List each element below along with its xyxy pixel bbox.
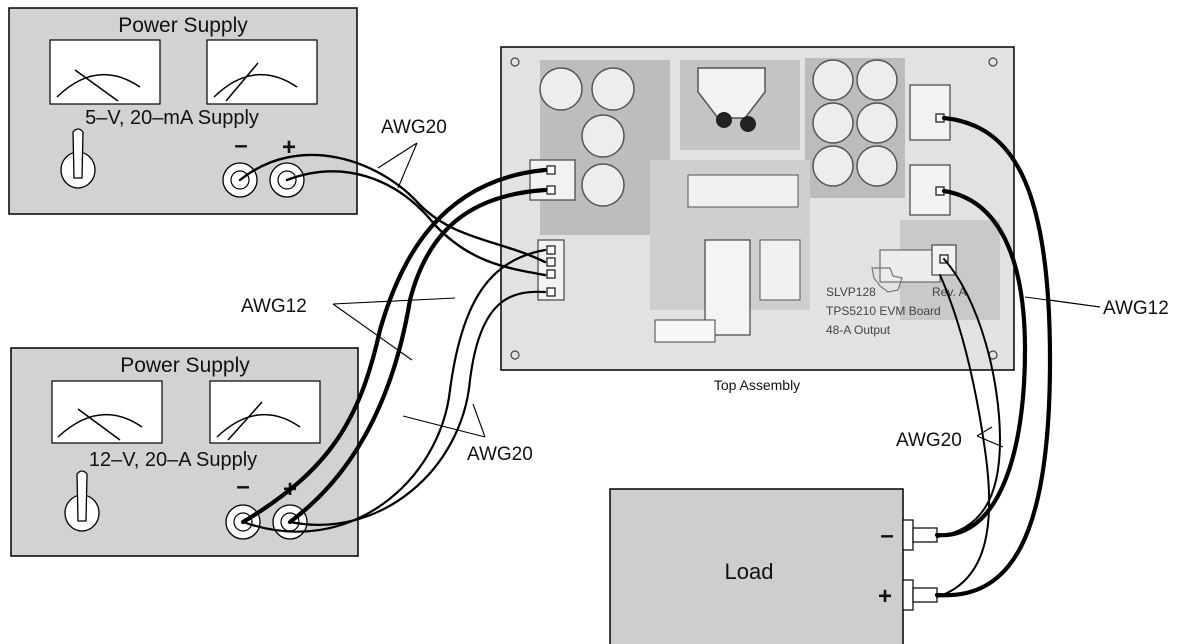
label-awg12-right: AWG12: [1103, 298, 1169, 319]
mounting-hole: [510, 57, 520, 67]
meter-icon: [51, 380, 163, 444]
board-silk-output: 48-A Output: [826, 323, 891, 337]
ti-logo-icon: [871, 267, 903, 293]
board-silk-rev: Rev. A: [932, 285, 966, 299]
output-connector-top: [909, 84, 951, 141]
load: Load – +: [609, 488, 938, 644]
positive-terminal-label: +: [282, 134, 296, 161]
controller-ic: [704, 239, 751, 336]
load-body: [609, 488, 904, 644]
wire-awg12-12v-neg: [240, 167, 548, 525]
board-silk-name: TPS5210 EVM Board: [826, 304, 941, 318]
power-supply-12v-caption: 12–V, 20–A Supply: [89, 449, 257, 471]
wire-awg20-sense-b: [936, 274, 991, 598]
mounting-hole: [988, 57, 998, 67]
board-silk-model: SLVP128: [826, 285, 876, 299]
meter-icon: [206, 39, 318, 105]
power-supply-12v: Power Supply 12–V, 20–A Supply – +: [10, 347, 359, 557]
ic-small: [759, 239, 801, 301]
meter-icon: [49, 39, 161, 105]
power-switch-icon[interactable]: [60, 128, 96, 189]
power-supply-5v-caption: 5–V, 20–mA Supply: [85, 107, 259, 129]
capacitor-bank-left: [539, 67, 635, 207]
ic-small: [879, 249, 941, 283]
meter-icon: [209, 380, 321, 444]
load-positive-terminal-icon[interactable]: [902, 579, 938, 611]
power-supply-5v-title: Power Supply: [118, 14, 248, 37]
load-negative-label: –: [880, 522, 893, 549]
label-awg20-top: AWG20: [381, 117, 447, 138]
inductor: [697, 67, 766, 132]
jumper-header: [654, 319, 716, 343]
wire-awg20-sense-a: [936, 258, 1002, 538]
label-awg12-left: AWG12: [241, 296, 307, 317]
load-label: Load: [725, 559, 774, 584]
wire-awg12-out-top: [934, 115, 1053, 598]
power-supply-12v-title: Power Supply: [120, 354, 250, 377]
wire-awg20-12v-a: [241, 248, 547, 533]
label-awg20-bottom: AWG20: [467, 444, 533, 465]
capacitor-bank-right: [812, 59, 898, 187]
label-leaders: [332, 142, 1101, 448]
wire-awg20-12v-b: [288, 290, 547, 526]
negative-terminal-label: –: [236, 473, 249, 500]
power-supply-5v: Power Supply 5–V, 20–mA Supply – +: [8, 7, 358, 215]
load-positive-label: +: [878, 583, 892, 610]
label-awg20-right: AWG20: [896, 430, 962, 451]
mounting-hole: [510, 350, 520, 360]
negative-terminal-label: –: [234, 132, 247, 159]
board-caption: Top Assembly: [714, 377, 800, 393]
wire-awg12-out-mid: [934, 188, 1028, 538]
ic-row: [687, 174, 799, 208]
wire-awg20-5v-neg: [238, 153, 547, 264]
load-negative-terminal-icon[interactable]: [902, 519, 938, 551]
evm-board: SLVP128 Rev. A TPS5210 EVM Board 48-A Ou…: [500, 46, 1015, 371]
power-switch-icon[interactable]: [64, 470, 100, 532]
wires: [238, 115, 1053, 598]
